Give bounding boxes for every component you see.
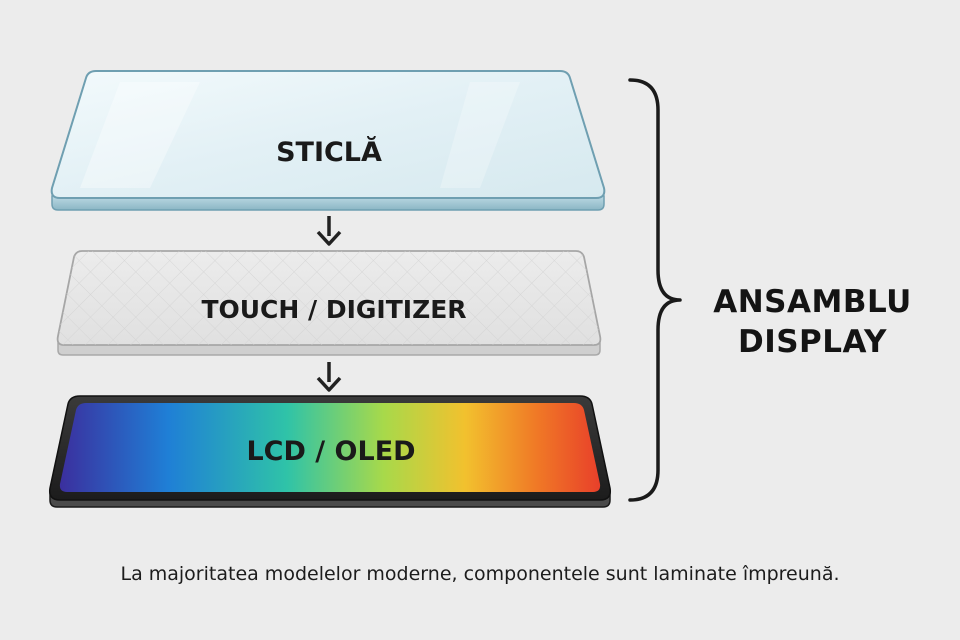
glass-layer-shine-2 [440,82,520,188]
arrow-down-icon [316,362,342,392]
glass-layer-shine [80,82,200,188]
panel-layer: LCD / OLED [48,395,612,508]
touch-layer: TOUCH / DIGITIZER [56,250,602,356]
glass-layer-edge [51,195,605,211]
panel-layer-screen [59,403,601,492]
touch-layer-edge [57,342,601,356]
glass-layer: STICLĂ [50,70,606,211]
assembly-label-line2: DISPLAY [737,324,888,360]
touch-layer-grid [57,251,601,345]
curly-brace-icon [628,78,682,502]
touch-layer-label: TOUCH / DIGITIZER [201,295,466,324]
assembly-label: ANSAMBLU DISPLAY [690,282,935,362]
arrow-down-icon [316,216,342,246]
glass-layer-label: STICLĂ [276,136,382,168]
panel-layer-label: LCD / OLED [246,436,415,467]
caption: La majoritatea modelelor moderne, compon… [120,563,840,585]
glass-layer-top [50,70,606,199]
assembly-label-line1: ANSAMBLU [713,284,912,320]
